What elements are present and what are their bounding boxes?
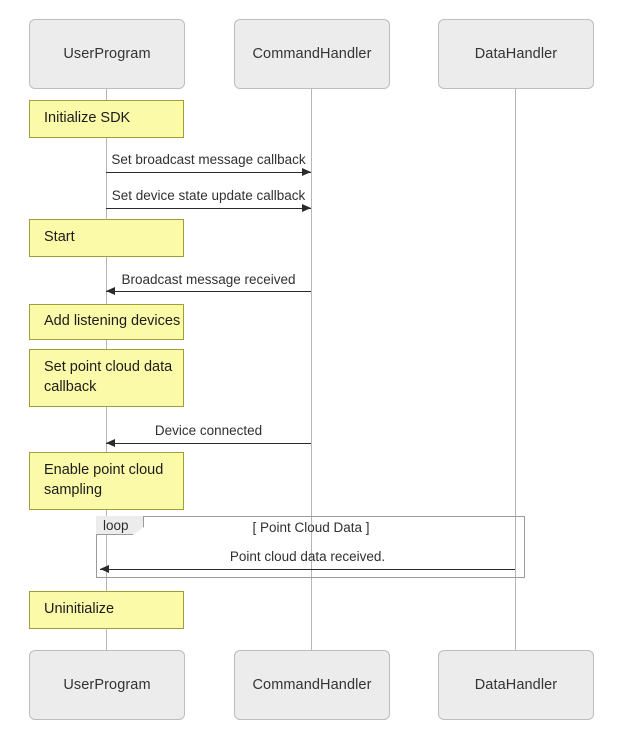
msg-device-connected-line [106,443,311,444]
participant-top-command-handler: CommandHandler [234,19,390,89]
participant-bottom-data-handler: DataHandler [438,650,594,720]
msg-broadcast-message-received-line [106,291,311,292]
participant-label: DataHandler [474,677,558,693]
msg-broadcast-message-received-label: Broadcast message received [121,272,296,287]
note-set-point-cloud-cb: Set point cloud data callback [29,349,184,407]
fragment-loop-condition-label: [ Point Cloud Data ] [252,520,370,535]
participant-label: UserProgram [63,677,151,693]
participant-top-data-handler: DataHandler [438,19,594,89]
msg-point-cloud-data-received-label: Point cloud data received. [229,549,386,564]
fragment-loop [96,516,525,578]
msg-point-cloud-data-received-line [100,569,515,570]
note-uninitialize: Uninitialize [29,591,184,629]
msg-set-device-state-callback-line [106,208,311,209]
msg-set-device-state-callback-label: Set device state update callback [111,188,306,203]
note-label: Start [44,229,75,246]
note-add-listening-devices: Add listening devices [29,304,184,340]
msg-set-device-state-callback-arrowhead [302,204,311,212]
participant-bottom-command-handler: CommandHandler [234,650,390,720]
lifeline-data-handler [515,89,516,650]
participant-top-user-program: UserProgram [29,19,185,89]
msg-set-broadcast-callback-arrowhead [302,168,311,176]
fragment-loop-operator-tab: loop [96,516,144,535]
note-label: Add listening devices [44,313,181,330]
msg-set-broadcast-callback-label: Set broadcast message callback [111,152,306,167]
msg-device-connected-label: Device connected [154,423,263,438]
msg-set-broadcast-callback-line [106,172,311,173]
participant-label: DataHandler [474,46,558,62]
msg-point-cloud-data-received-arrowhead [100,565,109,573]
note-label: Initialize SDK [44,110,131,127]
note-start: Start [29,219,184,257]
note-label: Enable point cloud sampling [44,462,164,498]
note-initialize-sdk: Initialize SDK [29,100,184,138]
participant-label: UserProgram [63,46,151,62]
note-label: Uninitialize [44,601,115,618]
lifeline-command-handler [311,89,312,650]
msg-device-connected-arrowhead [106,439,115,447]
note-label: Set point cloud data callback [44,359,173,395]
participant-label: CommandHandler [252,46,372,62]
msg-broadcast-message-received-arrowhead [106,287,115,295]
participant-bottom-user-program: UserProgram [29,650,185,720]
participant-label: CommandHandler [252,677,372,693]
fragment-operator-label: loop [103,517,129,533]
note-enable-sampling: Enable point cloud sampling [29,452,184,510]
